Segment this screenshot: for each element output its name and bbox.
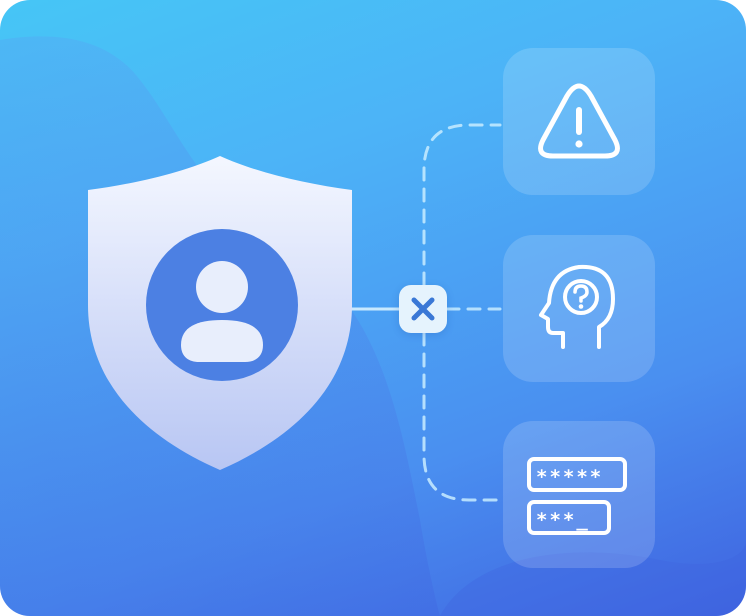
warning-triangle-icon	[538, 83, 620, 159]
shield-user-icon	[88, 156, 352, 470]
password-tile: ***** ***_	[503, 421, 655, 568]
question-tile	[503, 235, 655, 382]
password-field-icon: ***** ***_	[527, 457, 627, 535]
close-icon	[411, 297, 435, 321]
head-question-icon	[539, 264, 615, 349]
background-wave-2	[440, 540, 746, 616]
password-mask-line-2: ***_	[536, 509, 590, 531]
close-button[interactable]	[399, 285, 447, 333]
connector-lines	[350, 123, 502, 502]
password-mask-line-1: *****	[536, 466, 603, 488]
warning-tile	[503, 48, 655, 195]
